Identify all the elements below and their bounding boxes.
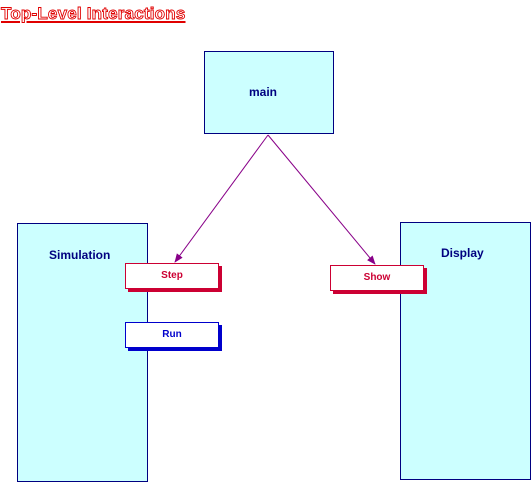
show-interface: Show: [330, 265, 424, 291]
step-interface: Step: [125, 263, 219, 289]
diagram-title: Top-Level Interactions: [1, 4, 186, 24]
simulation-component-box: Simulation: [17, 223, 148, 482]
display-component-label: Display: [441, 246, 484, 260]
simulation-component-label: Simulation: [49, 248, 111, 262]
run-interface: Run: [125, 322, 219, 348]
main-component-box: main: [204, 51, 334, 134]
main-to-step-arrow: [174, 134, 269, 263]
display-component-box: Display: [400, 222, 531, 480]
main-component-label: main: [249, 85, 278, 99]
main-to-show-arrow: [267, 134, 376, 265]
